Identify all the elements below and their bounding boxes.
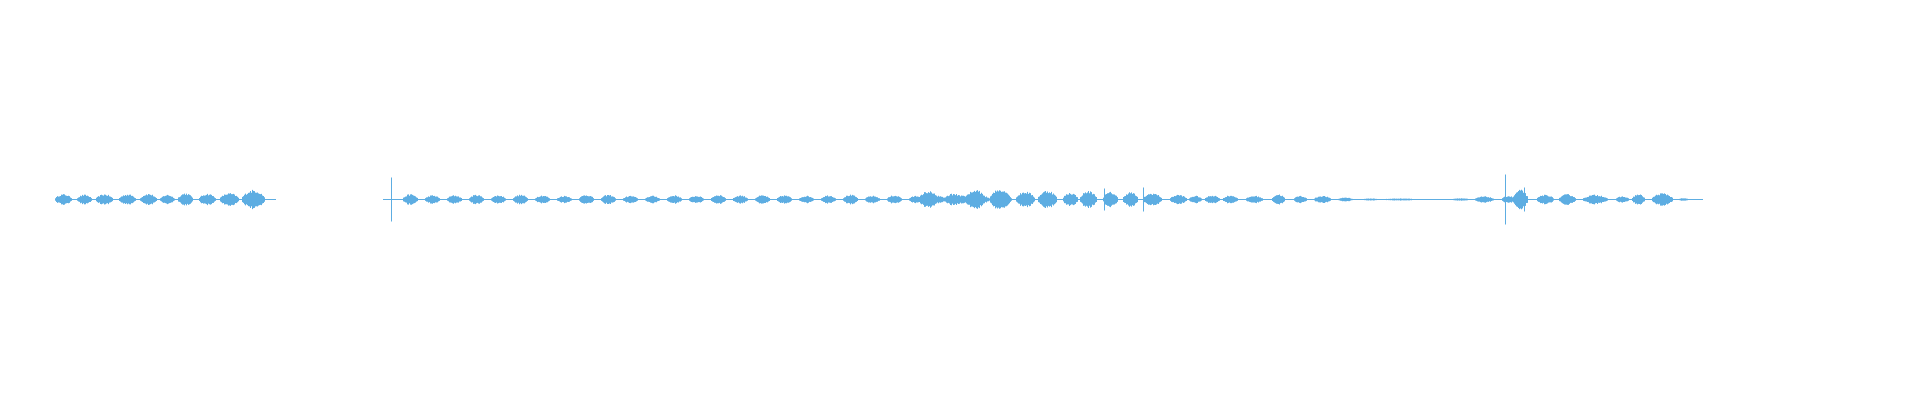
waveform-segment-2 bbox=[383, 174, 1703, 225]
waveform-segment-1 bbox=[55, 189, 276, 210]
